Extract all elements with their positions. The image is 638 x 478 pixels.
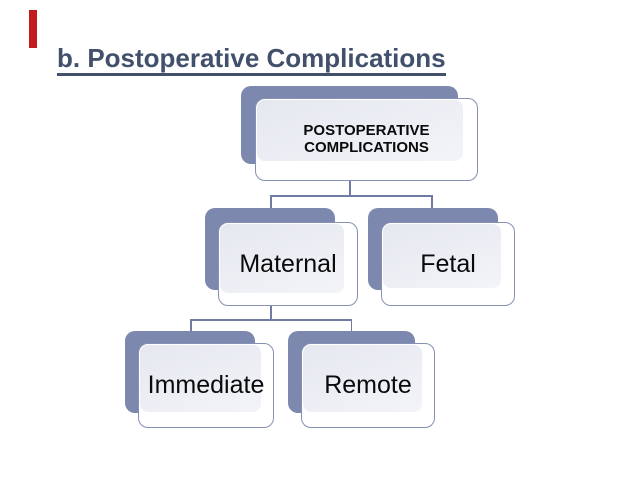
connector-root-vertical xyxy=(349,180,351,196)
node-label: Maternal xyxy=(239,249,337,278)
node-panel xyxy=(220,224,344,293)
node-panel xyxy=(257,100,463,161)
connector-maternal-vertical xyxy=(270,305,272,320)
slide-title: b. Postoperative Complications xyxy=(57,44,446,76)
red-accent-bar xyxy=(29,10,37,48)
connector-maternal-stub xyxy=(270,195,272,210)
node-label: Remote xyxy=(324,371,412,399)
connector-remote-stub xyxy=(350,319,352,333)
connector-level2-horizontal xyxy=(270,195,433,197)
connector-level3-horizontal xyxy=(190,319,352,321)
node-panel xyxy=(303,345,422,412)
node-panel xyxy=(383,224,501,288)
connector-immediate-stub xyxy=(190,319,192,333)
node-label: POSTOPERATIVE COMPLICATIONS xyxy=(303,122,430,156)
connector-fetal-stub xyxy=(431,195,433,210)
node-label: Fetal xyxy=(420,249,476,278)
node-panel xyxy=(140,345,261,412)
node-label: Immediate xyxy=(147,371,265,399)
